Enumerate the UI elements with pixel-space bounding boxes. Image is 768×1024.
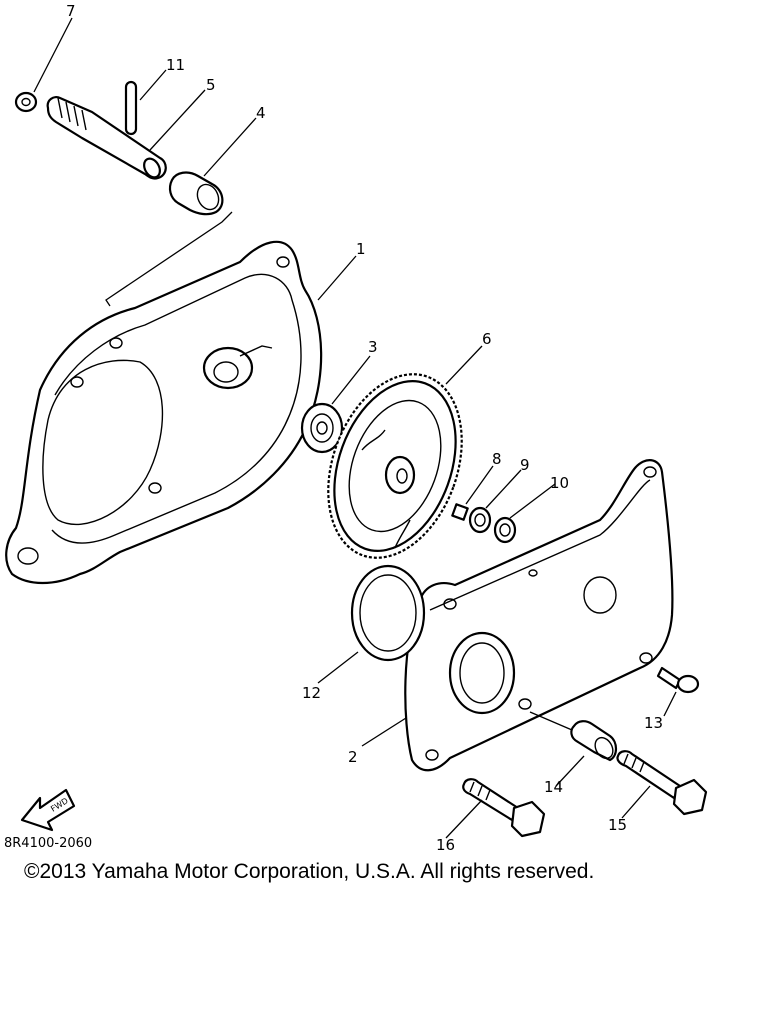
alignment-line [105, 211, 233, 307]
gear-part-6 [327, 373, 463, 559]
o-ring-part-12 [350, 564, 426, 662]
callout-15: 15 [608, 816, 627, 834]
callout-8: 8 [492, 450, 502, 468]
drawing-code: 8R4100-2060 [4, 836, 92, 851]
shaft-part-5 [46, 96, 167, 180]
callout-1: 1 [356, 240, 366, 258]
washer-part-7 [14, 91, 38, 113]
callout-9: 9 [520, 456, 530, 474]
callout-11: 11 [166, 56, 185, 74]
copyright-notice: ©2013 Yamaha Motor Corporation, U.S.A. A… [24, 860, 595, 883]
key-part-8 [451, 503, 469, 521]
pin-part-11 [124, 80, 138, 136]
callout-13: 13 [644, 714, 663, 732]
callout-12: 12 [302, 684, 321, 702]
callout-10: 10 [550, 474, 569, 492]
screw-part-13 [656, 666, 700, 694]
callout-16: 16 [436, 836, 455, 854]
callout-4: 4 [256, 104, 266, 122]
gear-case-cover-part-1 [5, 240, 323, 584]
dowel-part-14 [570, 720, 618, 762]
washer-part-9 [468, 506, 492, 534]
collar-part-4 [168, 171, 224, 216]
callout-7: 7 [66, 2, 76, 20]
callout-5: 5 [206, 76, 216, 94]
washer-part-10 [493, 516, 517, 544]
callout-6: 6 [482, 330, 492, 348]
cover-plate-part-2 [404, 459, 674, 772]
callout-2: 2 [348, 748, 358, 766]
bearing-part-3 [300, 402, 344, 454]
bolt-part-15 [616, 750, 708, 816]
callout-14: 14 [544, 778, 563, 796]
callout-3: 3 [368, 338, 378, 356]
bolt-part-16 [462, 778, 546, 838]
leader-lines [33, 17, 677, 839]
fwd-arrow-icon: FWD [20, 788, 76, 832]
